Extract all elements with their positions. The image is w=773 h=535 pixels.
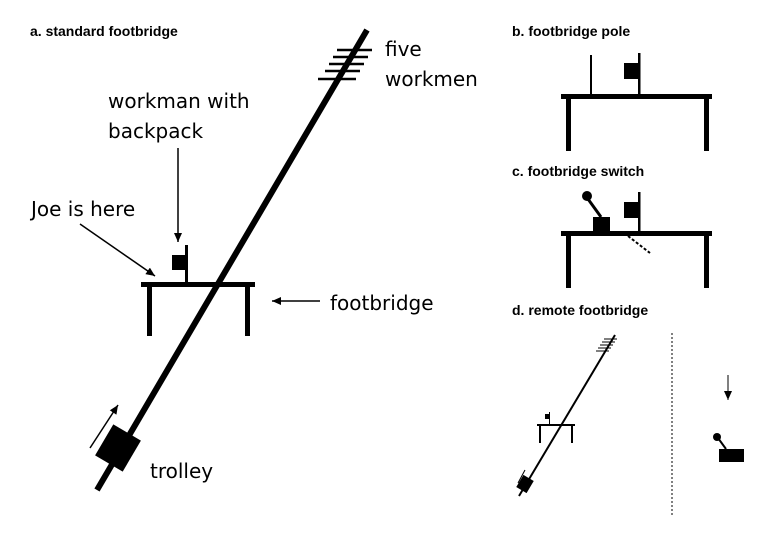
mini-footbridge-leg-left [539,424,541,443]
label-workman-line2: backpack [108,119,203,143]
remote-switch-knob [713,433,721,441]
label-workman-line1: workman with [108,89,250,113]
trolley-body [95,424,141,472]
switch-box [593,217,610,232]
panel-b-leg-right [704,94,709,151]
mini-workman-backpack [545,414,550,419]
panel-d: d. remote footbridge [512,302,744,515]
label-footbridge: footbridge [330,291,434,315]
footbridge-deck [141,282,255,287]
panel-b-leg-left [566,94,571,151]
panel-b-pole [590,55,592,95]
mini-track [518,334,616,497]
track-line [94,28,370,492]
panel-c-deck [561,231,712,236]
panel-b-title: b. footbridge pole [512,23,630,39]
panel-a-title: a. standard footbridge [30,23,178,39]
trapdoor-dashes [627,235,651,254]
switch-lever [586,198,603,218]
footbridge-structure [141,282,255,336]
panel-c-workman-backpack [624,202,638,218]
panel-c-workman-pole [638,192,641,232]
panel-c: c. footbridge switch [512,163,712,288]
panel-a: a. standard footbridge five workmen work… [29,23,478,492]
trolley-direction-arrow [89,404,119,449]
mini-trolley [516,474,534,494]
label-workmen: workmen [385,67,478,91]
panel-d-title: d. remote footbridge [512,302,648,318]
label-trolley: trolley [150,459,213,483]
arrow-joe [79,223,156,277]
panel-b-workman-backpack [624,63,638,79]
five-workmen-marks [318,48,372,81]
footbridge-leg-left [147,282,152,336]
remote-switch-box [719,449,744,462]
workman-with-backpack [172,245,188,282]
panel-b-workman-pole [638,53,641,94]
panel-c-leg-left [566,231,571,288]
mini-workmen-marks [596,338,617,352]
panel-c-leg-right [704,231,709,288]
switch-knob [582,191,592,201]
panel-c-title: c. footbridge switch [512,163,644,179]
label-joe: Joe is here [29,197,135,221]
label-five: five [385,37,422,61]
mini-footbridge-deck [537,424,575,426]
footbridge-leg-right [245,282,250,336]
mini-footbridge-leg-right [571,424,573,443]
panel-b: b. footbridge pole [512,23,712,151]
mini-trolley-arrow [517,469,526,484]
panel-b-deck [561,94,712,99]
